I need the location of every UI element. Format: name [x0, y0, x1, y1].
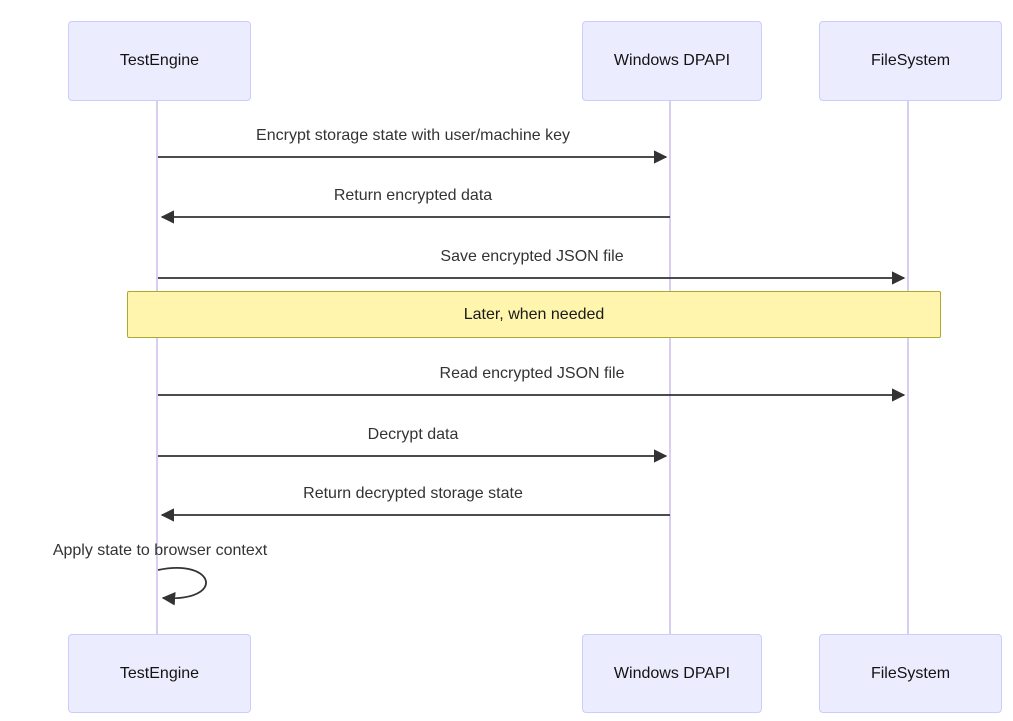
actor-label: Windows DPAPI	[613, 664, 731, 682]
lifeline-windows-dpapi	[669, 99, 671, 635]
actor-label: FileSystem	[870, 664, 951, 682]
lifeline-testengine	[156, 99, 158, 635]
actor-top-filesystem: FileSystem	[819, 21, 1002, 101]
actor-bottom-testengine: TestEngine	[68, 634, 251, 713]
message-label-1: Encrypt storage state with user/machine …	[256, 127, 570, 144]
actor-label: Windows DPAPI	[613, 52, 731, 69]
actor-bottom-windows-dpapi: Windows DPAPI	[582, 634, 762, 713]
note-label: Later, when needed	[463, 305, 605, 323]
self-loop-arrow	[157, 567, 207, 606]
message-label-4: Read encrypted JSON file	[439, 365, 625, 382]
lifeline-filesystem	[907, 99, 909, 635]
actor-label: TestEngine	[119, 664, 200, 682]
actor-top-windows-dpapi: Windows DPAPI	[582, 21, 762, 101]
note-box: Later, when needed	[127, 291, 941, 338]
message-label-3: Save encrypted JSON file	[440, 248, 624, 265]
message-label-2: Return encrypted data	[333, 187, 493, 204]
message-label-self: Apply state to browser context	[52, 542, 268, 559]
message-label-6: Return decrypted storage state	[303, 485, 523, 502]
message-label-5: Decrypt data	[367, 426, 459, 443]
actor-top-testengine: TestEngine	[68, 21, 251, 101]
actor-label: TestEngine	[119, 52, 200, 69]
actor-bottom-filesystem: FileSystem	[819, 634, 1002, 713]
actor-label: FileSystem	[870, 52, 951, 69]
